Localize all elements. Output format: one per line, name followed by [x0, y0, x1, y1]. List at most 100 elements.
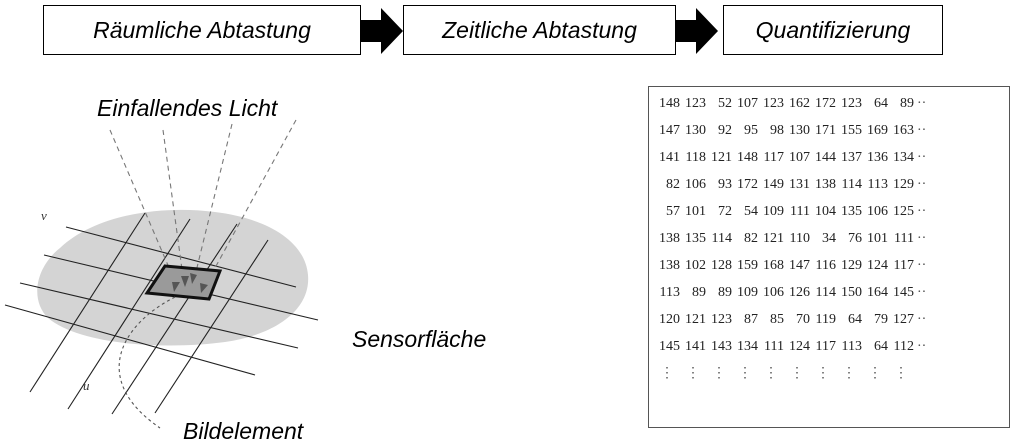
matrix-cell: 125 [893, 203, 914, 219]
matrix-cell: 147 [789, 257, 810, 273]
column-continuation: ⋮ [868, 366, 882, 381]
row-continuation: ·· [917, 257, 927, 273]
row-continuation: ·· [917, 284, 927, 300]
column-continuation: ⋮ [660, 366, 674, 381]
matrix-cell: 128 [711, 257, 732, 273]
arrow-right-icon [676, 8, 718, 54]
matrix-cell: 159 [737, 257, 758, 273]
matrix-cell: 117 [893, 257, 914, 273]
matrix-cell: 171 [815, 122, 836, 138]
matrix-cell: 135 [841, 203, 862, 219]
matrix-cell: 141 [659, 149, 680, 165]
matrix-cell: 57 [666, 203, 680, 219]
matrix-cell: 117 [815, 338, 836, 354]
matrix-cell: 124 [867, 257, 888, 273]
column-continuation: ⋮ [894, 366, 908, 381]
arrow-right-icon [361, 8, 403, 54]
matrix-cell: 106 [867, 203, 888, 219]
matrix-cell: 172 [815, 95, 836, 111]
matrix-cell: 107 [737, 95, 758, 111]
matrix-cell: 114 [841, 176, 862, 192]
matrix-cell: 172 [737, 176, 758, 192]
matrix-cell: 89 [718, 284, 732, 300]
column-continuation: ⋮ [842, 366, 856, 381]
matrix-cell: 106 [685, 176, 706, 192]
matrix-cell: 129 [893, 176, 914, 192]
matrix-cell: 143 [711, 338, 732, 354]
matrix-cell: 112 [893, 338, 914, 354]
matrix-cell: 123 [711, 311, 732, 327]
row-continuation: ·· [917, 203, 927, 219]
column-continuation: ⋮ [790, 366, 804, 381]
matrix-cell: 92 [718, 122, 732, 138]
matrix-cell: 89 [692, 284, 706, 300]
matrix-cell: 110 [789, 230, 810, 246]
matrix-cell: 155 [841, 122, 862, 138]
matrix-cell: 145 [659, 338, 680, 354]
matrix-continuation-row: ⋮⋮⋮⋮⋮⋮⋮⋮⋮⋮ [654, 360, 940, 387]
matrix-cell: 87 [744, 311, 758, 327]
column-continuation: ⋮ [764, 366, 778, 381]
column-continuation: ⋮ [738, 366, 752, 381]
matrix-cell: 131 [789, 176, 810, 192]
column-continuation: ⋮ [686, 366, 700, 381]
matrix-cell: 101 [867, 230, 888, 246]
matrix-cell: 144 [815, 149, 836, 165]
matrix-cell: 149 [763, 176, 784, 192]
matrix-cell: 163 [893, 122, 914, 138]
matrix-cell: 129 [841, 257, 862, 273]
matrix-cell: 121 [685, 311, 706, 327]
matrix-cell: 113 [841, 338, 862, 354]
matrix-cell: 135 [685, 230, 706, 246]
matrix-cell: 126 [789, 284, 810, 300]
row-continuation: ·· [917, 176, 927, 192]
matrix-cell: 150 [841, 284, 862, 300]
matrix-cell: 102 [685, 257, 706, 273]
matrix-cell: 93 [718, 176, 732, 192]
matrix-cell: 107 [789, 149, 810, 165]
matrix-cell: 76 [848, 230, 862, 246]
matrix-cell: 106 [763, 284, 784, 300]
row-continuation: ·· [917, 230, 927, 246]
matrix-cell: 113 [659, 284, 680, 300]
matrix-cell: 162 [789, 95, 810, 111]
matrix-cell: 104 [815, 203, 836, 219]
matrix-cell: 79 [874, 311, 888, 327]
matrix-cell: 109 [763, 203, 784, 219]
matrix-cell: 64 [848, 311, 862, 327]
matrix-cell: 164 [867, 284, 888, 300]
matrix-cell: 109 [737, 284, 758, 300]
row-continuation: ·· [917, 338, 927, 354]
matrix-cell: 119 [815, 311, 836, 327]
pixel-label: Bildelement [183, 418, 304, 444]
matrix-cell: 168 [763, 257, 784, 273]
matrix-cell: 82 [666, 176, 680, 192]
matrix-cell: 141 [685, 338, 706, 354]
matrix-cell: 147 [659, 122, 680, 138]
matrix-cell: 64 [874, 95, 888, 111]
matrix-cell: 148 [659, 95, 680, 111]
column-continuation: ⋮ [816, 366, 830, 381]
matrix-cell: 138 [659, 257, 680, 273]
matrix-cell: 85 [770, 311, 784, 327]
row-continuation: ·· [917, 95, 927, 111]
stage-quantization: Quantifizierung [723, 5, 943, 55]
light-rays [109, 119, 297, 289]
v-axis-label: v [41, 208, 47, 223]
arrowheads [172, 273, 208, 293]
matrix-cell: 101 [685, 203, 706, 219]
matrix-cell: 64 [874, 338, 888, 354]
matrix-cell: 138 [815, 176, 836, 192]
matrix-cell: 134 [893, 149, 914, 165]
matrix-cell: 54 [744, 203, 758, 219]
matrix-cell: 130 [789, 122, 810, 138]
matrix-cell: 145 [893, 284, 914, 300]
